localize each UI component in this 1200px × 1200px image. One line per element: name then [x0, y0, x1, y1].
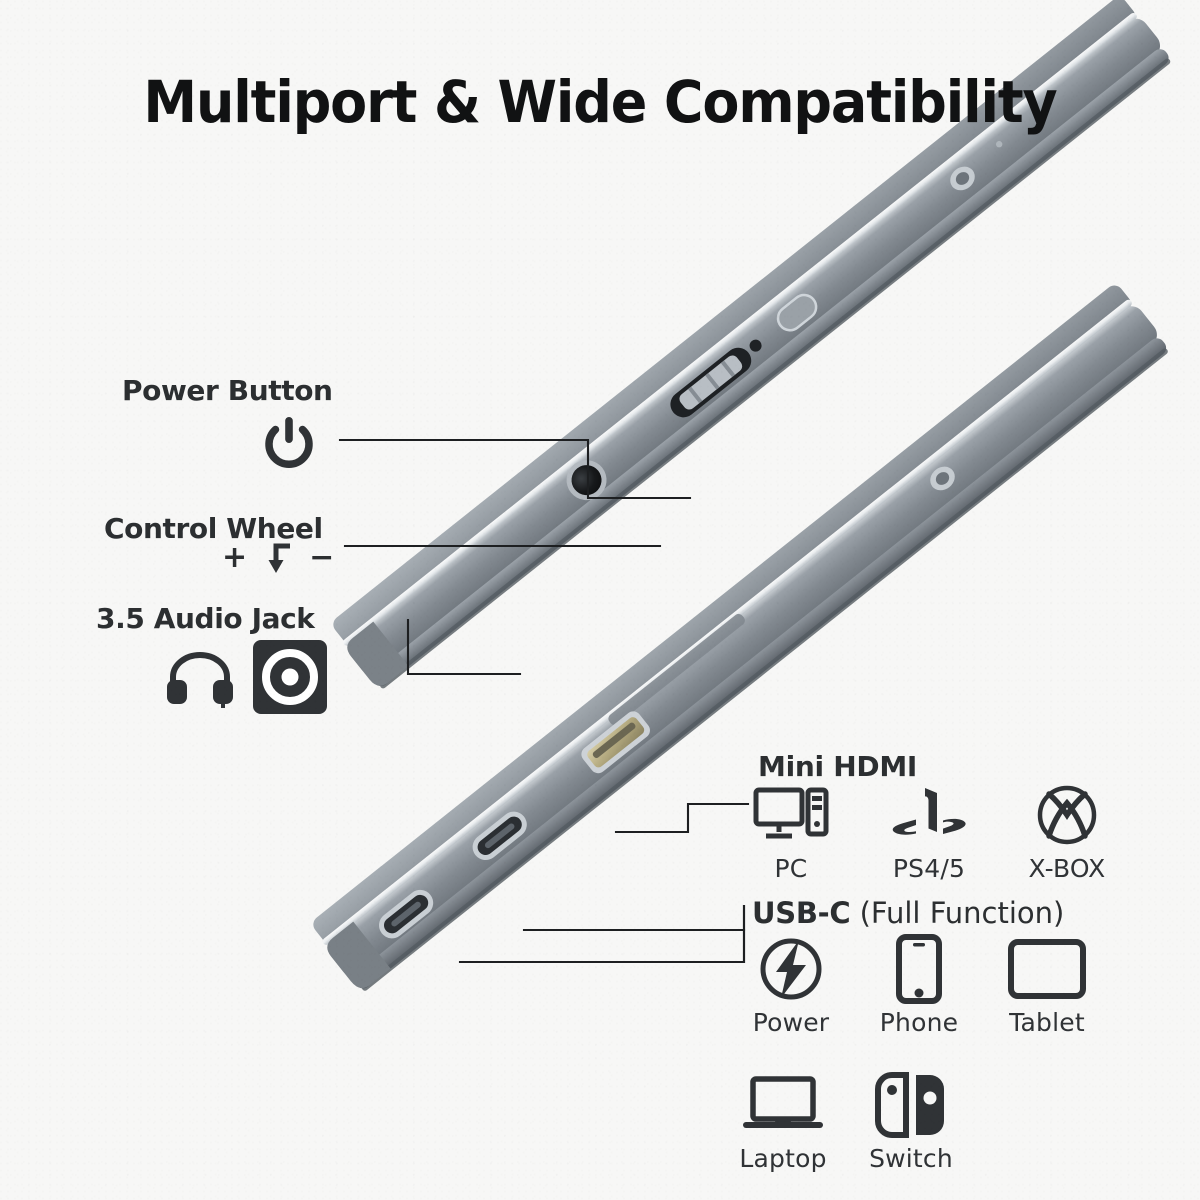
device-cell-switch: Switch	[868, 1072, 954, 1173]
power-button-port[interactable]	[773, 290, 821, 335]
monitor-lower-lip	[353, 338, 1167, 989]
power-bolt-icon	[758, 936, 824, 1002]
monitor-lower-hinge-inner	[935, 472, 950, 485]
label-power-button: Power Button	[122, 374, 333, 407]
led-indicator	[749, 339, 762, 352]
plus-icon: +	[222, 540, 248, 575]
playstation-icon	[891, 782, 967, 848]
device-caption-laptop: Laptop	[739, 1144, 827, 1173]
minus-icon: −	[309, 540, 335, 575]
heading-mini-hdmi: Mini HDMI	[758, 750, 917, 783]
control-wheel-icon-row: + −	[222, 542, 334, 574]
xbox-icon	[1036, 782, 1098, 848]
device-caption-power: Power	[752, 1008, 830, 1037]
device-caption-pc: PC	[774, 854, 808, 883]
device-cell-pc: PC	[748, 782, 834, 883]
power-icon-row	[258, 412, 320, 474]
label-audio-jack: 3.5 Audio Jack	[96, 602, 315, 635]
monitor-upper-hinge-inner	[955, 172, 970, 185]
monitor-upper-lip-shadow	[380, 58, 1171, 689]
monitor-upper-end-cap	[347, 621, 409, 686]
device-cell-laptop: Laptop	[739, 1072, 827, 1173]
mini-hdmi-port-slot	[592, 722, 636, 759]
phone-icon	[896, 934, 942, 1004]
device-cell-playstation: PS4/5	[886, 782, 972, 883]
control-wheel-ridge-1	[687, 386, 703, 404]
mini-hdmi-device-grid: PC PS4/5 X-BOX	[748, 782, 1110, 883]
audio-jack-port[interactable]	[565, 459, 607, 501]
heading-usb-c-regular: (Full Function)	[850, 896, 1065, 930]
power-icon	[265, 417, 313, 468]
label-control-wheel: Control Wheel	[104, 512, 323, 545]
monitor-upper-lip	[372, 49, 1169, 687]
desktop-pc-icon	[753, 782, 829, 848]
switch-console-icon	[875, 1072, 947, 1138]
usb-c-port-1-tongue	[484, 823, 515, 849]
device-caption-playstation: PS4/5	[892, 854, 966, 883]
control-wheel-ridge-2	[705, 372, 720, 390]
device-caption-phone: Phone	[879, 1008, 959, 1037]
audio-jack-icon-row	[165, 640, 327, 714]
headphones-icon	[167, 652, 233, 708]
leader-line-usb-c-bracket	[458, 904, 746, 964]
leader-line-audio-jack	[406, 618, 522, 676]
leader-line-mini-hdmi	[614, 802, 750, 834]
leader-line-power-button	[338, 438, 692, 500]
device-cell-xbox: X-BOX	[1024, 782, 1110, 883]
usb-c-port-2-tongue	[391, 901, 421, 927]
monitor-lower	[313, 285, 1168, 991]
device-caption-tablet: Tablet	[1009, 1008, 1085, 1037]
usb-c-device-grid-row1: Power Phone Tablet	[748, 934, 1090, 1037]
monitor-upper-back	[333, 0, 1136, 643]
device-cell-tablet: Tablet	[1004, 936, 1090, 1037]
device-cell-phone: Phone	[876, 934, 962, 1037]
monitor-lower-end-cap	[327, 921, 391, 989]
enter-arrow-icon	[268, 543, 291, 573]
device-caption-xbox: X-BOX	[1028, 854, 1106, 883]
heading-usb-c: USB-C (Full Function)	[752, 896, 1064, 930]
control-wheel-ridge-3	[720, 360, 736, 378]
monitor-lower-recess	[608, 613, 745, 726]
device-cell-power: Power	[748, 936, 834, 1037]
laptop-icon	[741, 1072, 825, 1138]
tablet-icon	[1008, 936, 1086, 1002]
monitor-upper	[333, 0, 1171, 689]
monitor-lower-back	[313, 285, 1131, 943]
leader-line-usb-c	[488, 904, 746, 964]
monitor-upper-screw	[995, 141, 1003, 148]
usb-c-device-grid-row2: Laptop Switch	[739, 1072, 954, 1173]
monitor-upper-highlight	[343, 12, 1137, 646]
heading-usb-c-bold: USB-C	[752, 896, 851, 930]
monitor-lower-lip-shadow	[361, 348, 1168, 991]
device-caption-switch: Switch	[869, 1144, 953, 1173]
audio-jack-icon	[253, 640, 327, 714]
page-title: Multiport & Wide Compatibility	[143, 68, 1057, 136]
